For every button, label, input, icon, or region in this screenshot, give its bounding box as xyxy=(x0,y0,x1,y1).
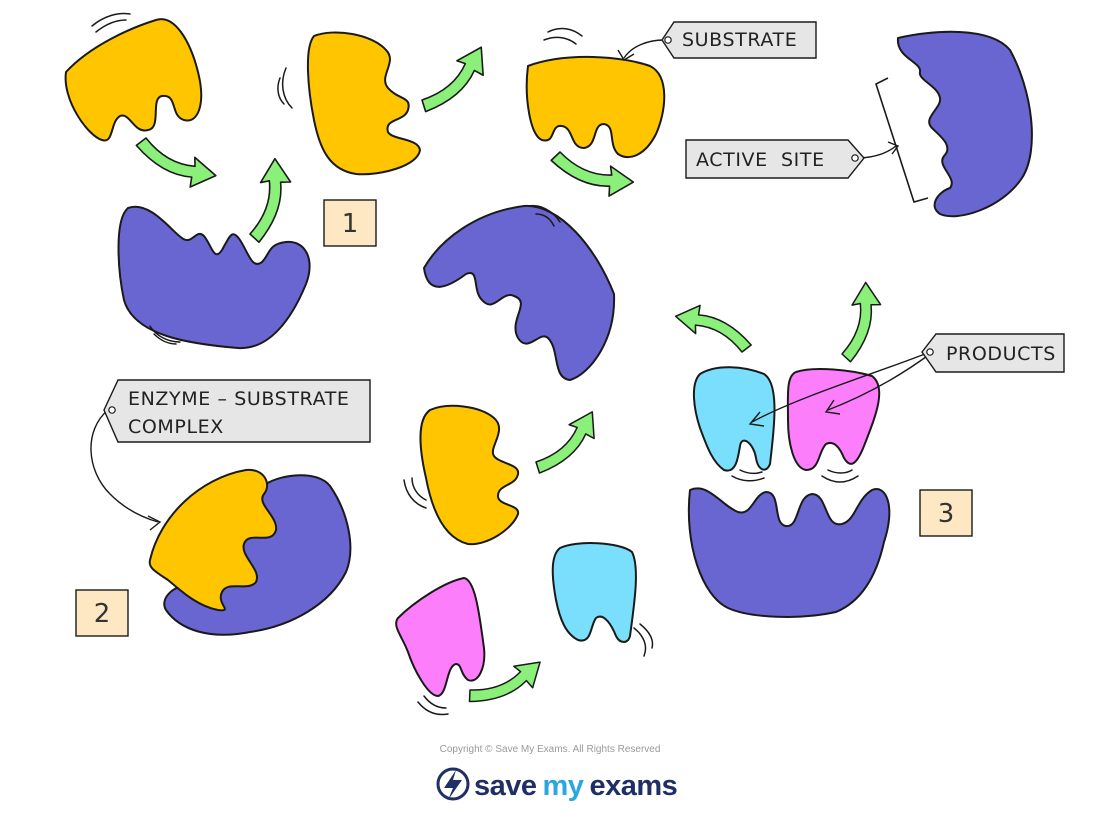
product-blue-free xyxy=(551,542,637,643)
arrow-product-blue-out xyxy=(674,290,753,373)
substrate-1 xyxy=(64,18,203,142)
substrate-4 xyxy=(419,404,520,546)
step-3-number: 3 xyxy=(938,499,955,529)
substrate-2 xyxy=(306,31,421,176)
arrow-substrate-leaving xyxy=(222,157,311,245)
product-blue-step3 xyxy=(693,366,776,472)
copyright-text: Copyright © Save My Exams. All Rights Re… xyxy=(440,744,661,755)
complex-tag: ENZYME – SUBSTRATE COMPLEX xyxy=(103,379,371,443)
step-1-box: 1 xyxy=(323,199,377,247)
motion-lines xyxy=(91,12,859,716)
step-3-box: 3 xyxy=(919,489,973,537)
substrate-3 xyxy=(525,56,666,159)
product-pink-step3 xyxy=(786,368,881,471)
products-label: PRODUCTS xyxy=(946,343,1056,365)
arrow-substrate-out xyxy=(529,411,601,475)
substrate-complex xyxy=(148,468,278,612)
step-1-number: 1 xyxy=(342,209,359,239)
complex-label-line1: ENZYME – SUBSTRATE xyxy=(128,388,350,410)
enzyme-middle xyxy=(423,204,616,381)
enzyme-step1 xyxy=(117,205,311,350)
step-2-number: 2 xyxy=(94,599,111,629)
active-site-label: ACTIVE SITE xyxy=(696,149,825,171)
active-site-tag: ACTIVE SITE xyxy=(685,139,865,179)
arrow-product-pink-out xyxy=(815,281,900,364)
step-2-box: 2 xyxy=(75,589,129,637)
active-site-bracket xyxy=(875,77,929,203)
enzyme-active-site xyxy=(896,30,1033,218)
substrate-label: SUBSTRATE xyxy=(682,29,797,51)
products-tag: PRODUCTS xyxy=(921,333,1065,373)
substrate-tag: SUBSTRATE xyxy=(661,21,817,59)
enzyme-step3 xyxy=(687,487,891,618)
complex-label-line2: COMPLEX xyxy=(128,416,224,438)
arrow-substrate-away xyxy=(415,46,490,113)
product-pink-free xyxy=(395,577,486,697)
leader-lines xyxy=(90,39,931,531)
logo-bolt-icon xyxy=(436,767,470,801)
